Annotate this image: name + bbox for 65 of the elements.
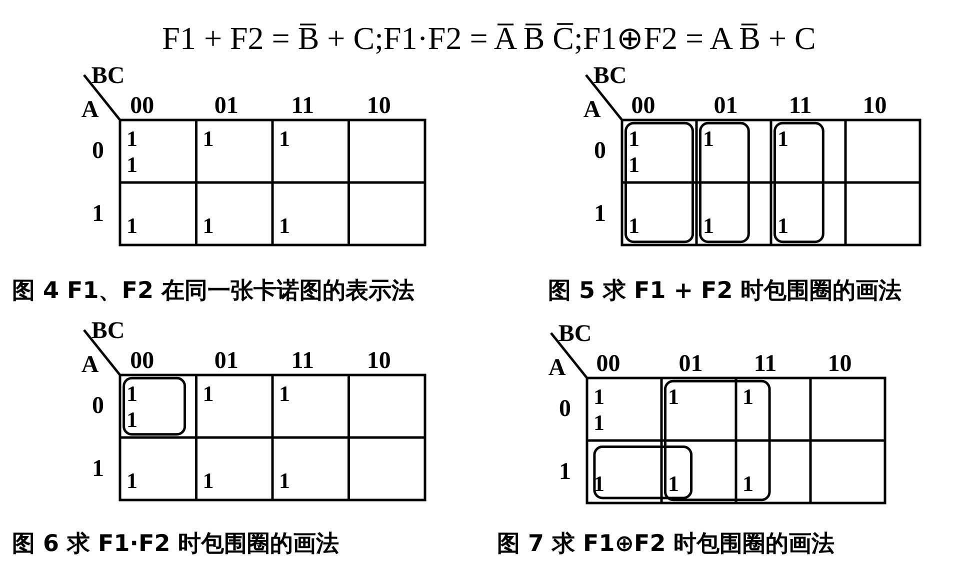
cell-value: 1	[628, 215, 640, 238]
variable-label: A	[81, 353, 99, 377]
column-header: 00	[130, 94, 154, 118]
column-header: 10	[366, 94, 391, 118]
variable-label: A	[81, 98, 99, 122]
cell-value: 1	[202, 382, 214, 405]
cell-value: 1	[668, 473, 679, 496]
row-header: 0	[92, 394, 104, 418]
cell-value: 1	[126, 409, 138, 431]
figure-caption: 图 4 F1、F2 在同一张卡诺图的表示法	[12, 280, 414, 303]
column-header: 01	[214, 349, 238, 373]
cell-value: 1	[668, 386, 679, 408]
variable-label: BC	[91, 319, 125, 343]
cell-value: 1	[594, 473, 604, 496]
row-header: 1	[594, 202, 606, 226]
cell-value: 1	[279, 128, 290, 150]
column-header: 10	[366, 349, 391, 373]
column-header: 00	[596, 352, 620, 376]
cell-value: 1	[202, 470, 214, 492]
figure-caption: 图 6 求 F1·F2 时包围圈的画法	[12, 533, 340, 556]
formula-title: F1 + F2 = B̅ + C;F1·F2 = A̅ B̅ C̅;F1⊕F2 = A B̅ + C	[162, 22, 816, 54]
cell-value: 1	[628, 154, 640, 176]
column-header: 10	[862, 94, 887, 118]
figure-caption: 图 7 求 F1⊕F2 时包围圈的画法	[497, 533, 835, 556]
column-header: 11	[291, 349, 314, 373]
figure-caption: 图 5 求 F1 + F2 时包围圈的画法	[548, 280, 902, 303]
cell-value: 1	[703, 215, 714, 238]
cell-value: 1	[594, 412, 604, 434]
row-header: 0	[559, 397, 571, 422]
column-header: 11	[291, 94, 314, 118]
column-header: 00	[631, 94, 656, 118]
column-header: 01	[678, 352, 703, 376]
variable-label: A	[548, 356, 566, 380]
row-header: 0	[92, 139, 104, 164]
row-header: 1	[92, 456, 104, 481]
cell-value: 1	[126, 154, 138, 176]
column-header: 10	[828, 352, 852, 376]
cell-value: 1	[279, 470, 290, 492]
cell-value: 1	[742, 386, 754, 408]
cell-value: 1	[202, 215, 214, 238]
cell-value: 1	[594, 386, 604, 408]
cell-value: 1	[778, 128, 788, 150]
row-header: 1	[92, 202, 104, 226]
column-header: 01	[714, 94, 738, 118]
cell-value: 1	[742, 473, 754, 496]
variable-label: BC	[593, 64, 627, 88]
cell-value: 1	[279, 382, 290, 405]
variable-label: A	[583, 98, 601, 122]
cell-value: 1	[279, 215, 290, 238]
cell-value: 1	[126, 470, 138, 492]
column-header: 11	[788, 94, 812, 118]
column-header: 11	[754, 352, 777, 376]
cell-value: 1	[126, 128, 138, 150]
cell-value: 1	[778, 215, 788, 238]
cell-value: 1	[628, 128, 640, 150]
row-header: 0	[594, 139, 606, 164]
cell-value: 1	[703, 128, 714, 150]
cell-value: 1	[202, 128, 214, 150]
variable-label: BC	[91, 64, 125, 88]
column-header: 00	[130, 349, 154, 373]
cell-value: 1	[126, 215, 138, 238]
cell-value: 1	[126, 382, 138, 405]
column-header: 01	[214, 94, 238, 118]
variable-label: BC	[558, 322, 592, 346]
row-header: 1	[559, 460, 571, 484]
